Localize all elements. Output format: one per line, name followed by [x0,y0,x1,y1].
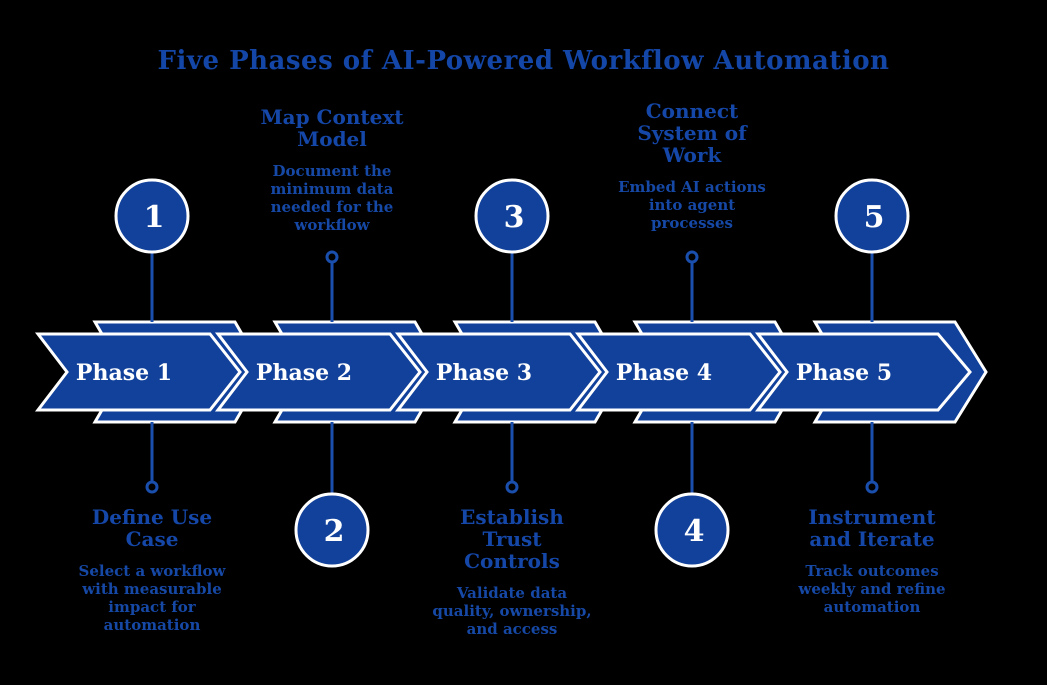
phase-3-number: 3 [504,200,525,235]
phase-4-arrow [574,332,782,412]
phase-2-detail: Map Context Model Document the minimum d… [247,106,417,234]
phase-5-connector-dot-icon [865,480,879,494]
phase-2-heading: Map Context Model [260,105,404,151]
phase-2-connector-dot-icon [325,250,339,264]
phase-4-arrow-label: Phase 4 [616,360,712,386]
phase-1-connector-dot-icon [145,480,159,494]
phase-3-arrow-label: Phase 3 [436,360,532,386]
page-title: Five Phases of AI-Powered Workflow Autom… [157,46,890,76]
phase-2-number: 2 [324,514,345,549]
phase-1-arrow [34,332,242,412]
phase-4-heading: Connect System of Work [637,99,747,167]
phase-2-arrow-label: Phase 2 [256,360,352,386]
phase-2-number-badge [294,492,370,568]
phase-4-connector-dot-icon [685,250,699,264]
phase-5-number-badge [834,178,910,254]
phase-1-heading: Define Use Case [91,505,213,551]
phase-3-number-badge [474,178,550,254]
phase-5-heading: Instrument and Iterate [808,505,936,551]
phase-5-number: 5 [864,200,885,235]
phase-1-detail: Define Use Case Select a workflow with m… [77,506,227,634]
phase-3-heading: Establish Trust Controls [460,505,564,573]
phase-1-description: Select a workflow with measurable impact… [78,562,226,634]
phase-4-number: 4 [684,514,705,549]
phase-5-arrow [754,332,972,412]
phase-2-arrow [214,332,422,412]
phase-3-connector-dot-icon [505,480,519,494]
phase-4-description: Embed AI actions into agent processes [618,178,766,232]
phase-5-detail: Instrument and Iterate Track outcomes we… [797,506,947,616]
phase-1-number: 1 [144,200,165,235]
phase-2-description: Document the minimum data needed for the… [270,162,394,234]
phase-4-detail: Connect System of Work Embed AI actions … [618,99,766,232]
phase-1-arrow-label: Phase 1 [76,360,172,386]
phase-5-arrow-label: Phase 5 [796,360,892,386]
phase-3-arrow [394,332,602,412]
phase-3-description: Validate data quality, ownership, and ac… [432,584,592,638]
phase-1-number-badge [114,178,190,254]
phase-4-number-badge [654,492,730,568]
phase-5-description: Track outcomes weekly and refine automat… [798,562,946,616]
phase-3-detail: Establish Trust Controls Validate data q… [432,505,591,638]
